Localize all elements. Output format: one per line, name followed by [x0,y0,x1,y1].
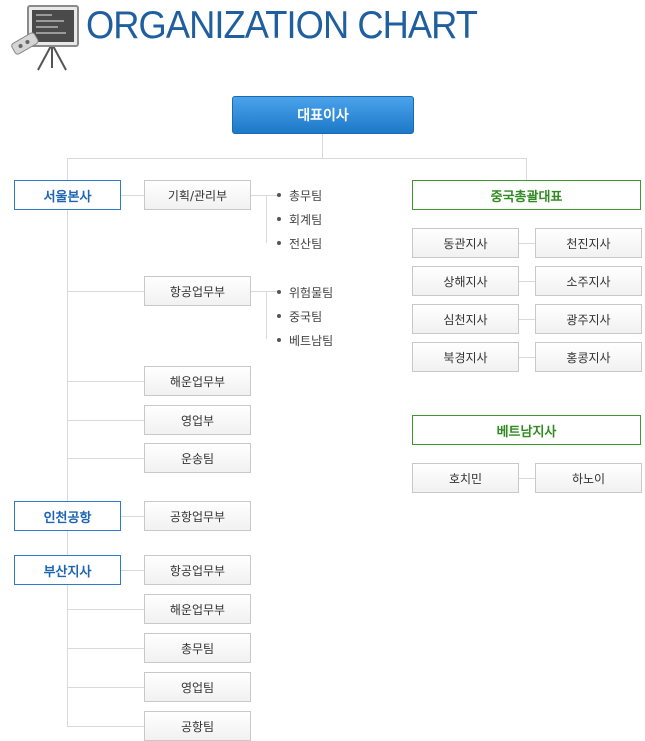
seoul-dept-air: 항공업무부 [144,276,251,306]
ceo-box: 대표이사 [232,96,414,134]
seoul-dept-sea: 해운업무부 [144,366,251,396]
seoul-hq-box: 서울본사 [14,180,121,210]
team-general-affairs: 총무팀 [289,189,323,203]
seoul-dept-transport: 운송팀 [144,443,251,473]
vietnam-branch-hochiminh: 호치민 [412,463,519,493]
china-branch-shenzhen: 심천지사 [412,304,519,334]
busan-dept-sales: 영업팀 [144,672,251,702]
incheon-dept-airport: 공항업무부 [144,501,251,531]
china-branch-shanghai: 상해지사 [412,266,519,296]
busan-dept-general: 총무팀 [144,633,251,663]
bullet-icon [277,193,281,197]
seoul-dept-planning: 기획/관리부 [144,180,251,210]
incheon-airport-box: 인천공항 [14,501,121,531]
team-china: 중국팀 [289,310,323,324]
presentation-board-icon [11,5,79,71]
china-branch-hongkong: 홍콩지사 [535,342,642,372]
china-branch-guangzhou: 광주지사 [535,304,642,334]
bullet-icon [277,338,281,342]
china-hq-box: 중국총괄대표 [412,180,641,210]
page-title: ORGANIZATION CHART [86,4,478,47]
busan-dept-sea: 해운업무부 [144,594,251,624]
seoul-dept-sales: 영업부 [144,405,251,435]
busan-dept-air: 항공업무부 [144,555,251,585]
team-dangerous-goods: 위험물팀 [289,286,334,300]
china-branch-tianjin: 천진지사 [535,228,642,258]
china-branch-beijing: 북경지사 [412,342,519,372]
team-it: 전산팀 [289,237,323,251]
vietnam-branch-hanoi: 하노이 [535,463,642,493]
busan-dept-airport: 공항팀 [144,711,251,741]
bullet-icon [277,241,281,245]
china-branch-suzhou: 소주지사 [535,266,642,296]
vietnam-branch-box: 베트남지사 [412,415,641,445]
team-vietnam: 베트남팀 [289,334,334,348]
bullet-icon [277,314,281,318]
busan-branch-box: 부산지사 [14,555,121,585]
bullet-icon [277,290,281,294]
team-accounting: 회계팀 [289,213,323,227]
china-branch-dongguan: 동관지사 [412,228,519,258]
bullet-icon [277,217,281,221]
